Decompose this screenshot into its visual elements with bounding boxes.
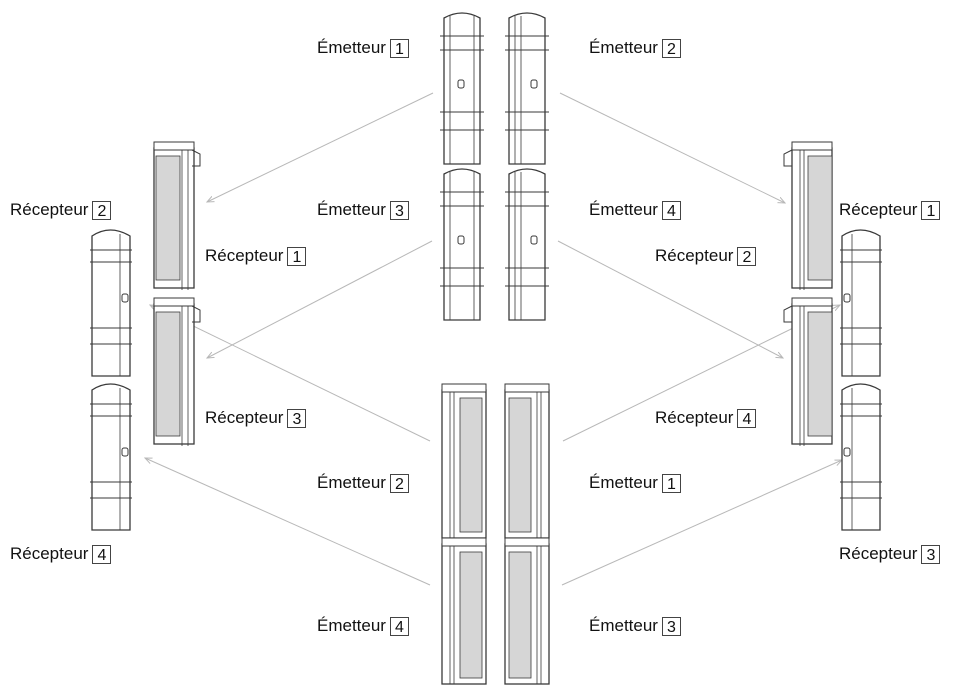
label-text: Récepteur [655, 408, 734, 427]
label-number: 2 [661, 39, 681, 59]
beam-line [150, 305, 431, 442]
label-number: 4 [661, 201, 681, 221]
label-text: Émetteur [317, 200, 386, 219]
beam-line [559, 92, 785, 203]
label-number: 1 [287, 247, 307, 267]
label-number: 3 [287, 409, 307, 429]
label-text: Émetteur [589, 200, 658, 219]
device-unit-receiver [90, 229, 132, 377]
device-unit-transmitter [504, 537, 550, 685]
label-text: Récepteur [10, 200, 89, 219]
device-unit-receiver [840, 383, 882, 531]
device-unit-receiver [153, 141, 201, 290]
beam-line [145, 458, 431, 586]
label-text: Émetteur [589, 38, 658, 57]
label-number: 1 [389, 39, 409, 59]
device-unit-transmitter [441, 383, 487, 539]
label-number: 4 [389, 617, 409, 637]
label-text: Récepteur [655, 246, 734, 265]
device-unit-transmitter [504, 383, 550, 539]
label-text: Récepteur [205, 246, 284, 265]
label-number: 2 [737, 247, 757, 267]
device-unit-receiver [783, 297, 833, 446]
label-text: Récepteur [839, 544, 918, 563]
device-unit-receiver [90, 383, 132, 531]
beam-line [207, 92, 434, 202]
device-unit-receiver [840, 229, 882, 377]
label-number: 4 [92, 545, 112, 565]
device-unit-transmitter [505, 168, 549, 321]
label-number: 1 [921, 201, 941, 221]
label-text: Émetteur [317, 616, 386, 635]
device-unit-transmitter [440, 12, 484, 165]
label-number: 3 [389, 201, 409, 221]
label-text: Émetteur [589, 616, 658, 635]
label-text: Émetteur [589, 473, 658, 492]
label-text: Récepteur [10, 544, 89, 563]
label-text: Récepteur [205, 408, 284, 427]
device-unit-receiver [783, 141, 833, 290]
device-unit-transmitter [440, 168, 484, 321]
label-text: Émetteur [317, 473, 386, 492]
beam-lines [145, 92, 842, 586]
label-number: 2 [92, 201, 112, 221]
label-number: 4 [737, 409, 757, 429]
beam-line [557, 240, 783, 358]
label-text: Émetteur [317, 38, 386, 57]
device-unit-transmitter [441, 537, 487, 685]
label-text: Récepteur [839, 200, 918, 219]
device-unit-receiver [153, 297, 201, 446]
beam-line [207, 240, 433, 358]
label-number: 3 [921, 545, 941, 565]
device-unit-transmitter [505, 12, 549, 165]
label-number: 2 [389, 474, 409, 494]
label-number: 3 [661, 617, 681, 637]
beam-line [561, 460, 842, 586]
label-number: 1 [661, 474, 681, 494]
